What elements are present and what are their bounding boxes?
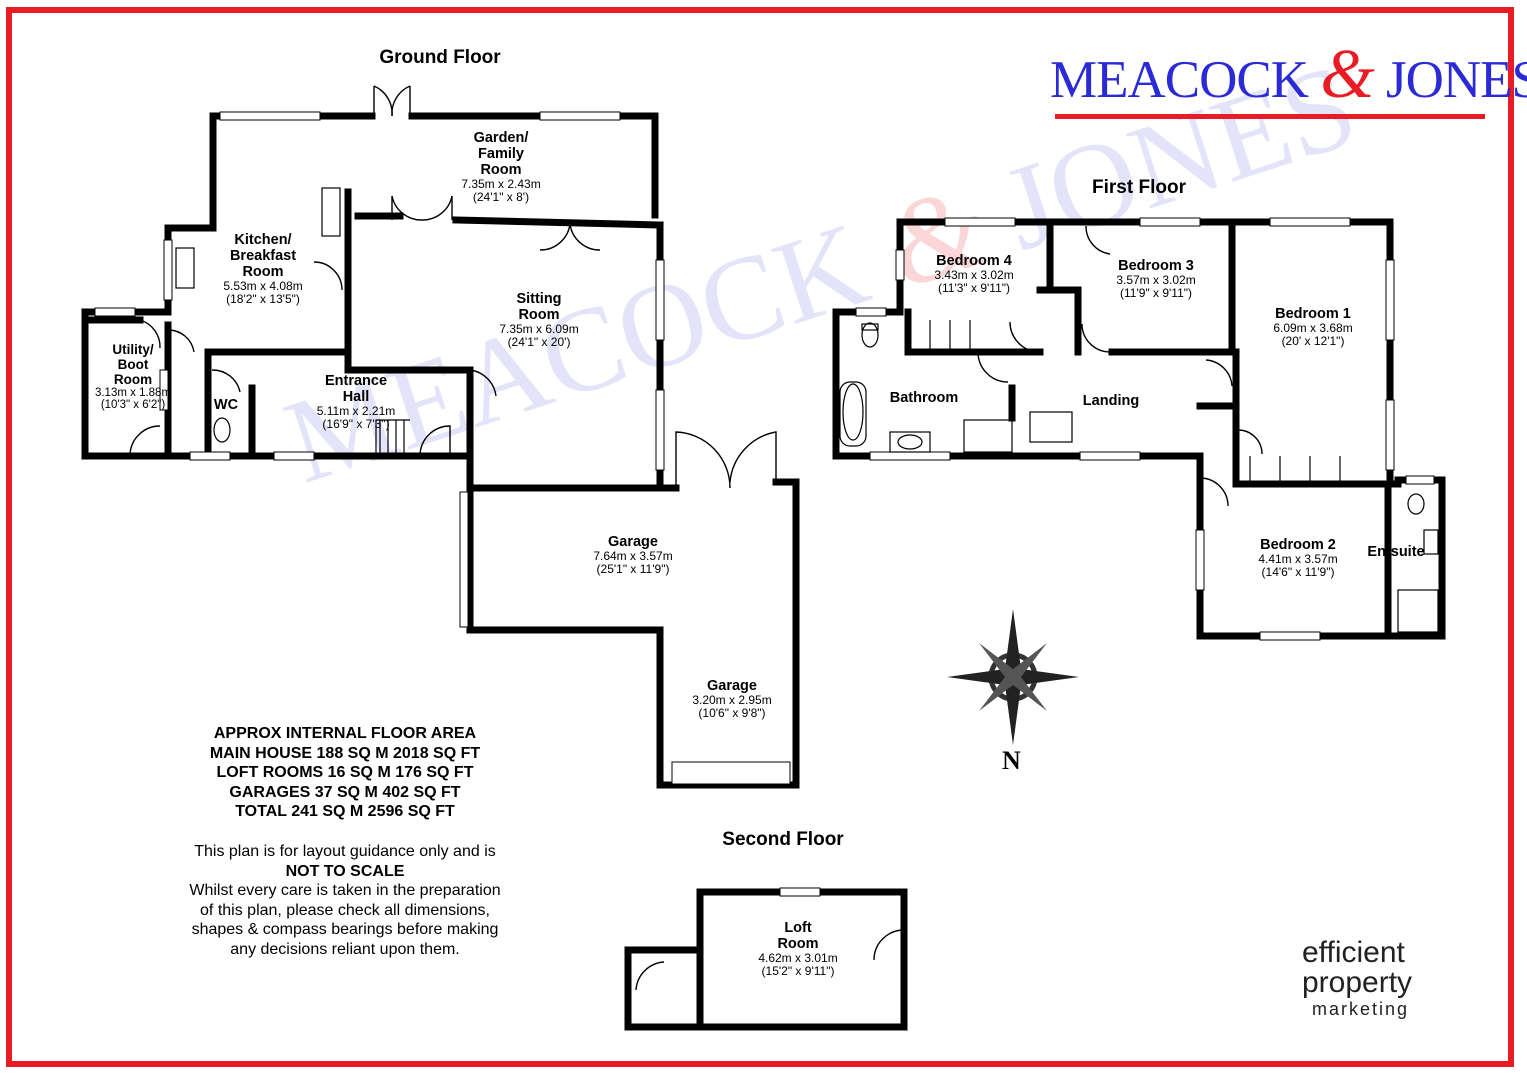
room-garage-rear: Garage 3.20m x 2.95m (10'6" x 9'8") <box>692 678 772 720</box>
room-bedroom-1: Bedroom 1 6.09m x 3.68m (20' x 12'1") <box>1273 306 1353 348</box>
room-bedroom-3: Bedroom 3 3.57m x 3.02m (11'9" x 9'11") <box>1116 258 1196 300</box>
area-loft-rooms: LOFT ROOMS 16 SQ M 176 SQ FT <box>216 764 474 781</box>
area-garages: GARAGES 37 SQ M 402 SQ FT <box>229 783 461 801</box>
room-garden-family: Garden/ Family Room 7.35m x 2.43m (24'1"… <box>461 130 541 204</box>
second-floor-heading: Second Floor <box>722 829 844 850</box>
room-bedroom-4: Bedroom 4 3.43m x 3.02m (11'3" x 9'11") <box>934 253 1014 295</box>
area-total: TOTAL 241 SQ M 2596 SQ FT <box>235 803 455 820</box>
disclaimer: This plan is for layout guidance only an… <box>189 843 501 958</box>
first-floor-heading: First Floor <box>1092 177 1186 198</box>
ground-floor-heading: Ground Floor <box>379 47 501 68</box>
page-border <box>6 7 1514 1067</box>
floor-area-summary: APPROX INTERNAL FLOOR AREA MAIN HOUSE 18… <box>150 724 540 822</box>
room-loft: Loft Room 4.62m x 3.01m (15'2" x 9'11") <box>758 920 838 978</box>
room-landing: Landing <box>1082 393 1140 409</box>
room-sitting: Sitting Room 7.35m x 6.09m (24'1" x 20') <box>499 291 579 349</box>
area-main-house: MAIN HOUSE 188 SQ M 2018 SQ FT <box>209 744 481 762</box>
room-bathroom: Bathroom <box>889 390 959 406</box>
room-entrance-hall: Entrance Hall 5.11m x 2.21m (16'9" x 7'3… <box>316 373 396 431</box>
area-heading: APPROX INTERNAL FLOOR AREA <box>213 725 477 742</box>
efficient-property-marketing-logo[interactable]: efficient property marketing <box>1302 936 1413 1020</box>
room-kitchen: Kitchen/ Breakfast Room 5.53m x 4.08m (1… <box>223 232 303 306</box>
room-utility: Utility/ Boot Room 3.13m x 1.88m (10'3" … <box>94 342 172 412</box>
room-en-suite: En-suite <box>1367 544 1425 560</box>
room-garage-main: Garage 7.64m x 3.57m (25'1" x 11'9") <box>593 534 673 576</box>
room-wc: WC <box>213 397 239 413</box>
room-bedroom-2: Bedroom 2 4.41m x 3.57m (14'6" x 11'9") <box>1258 537 1338 579</box>
north-label: N <box>1002 746 1021 775</box>
compass-rose <box>947 609 1079 745</box>
meacock-jones-logo[interactable]: MEACOCK & JONES <box>1050 40 1527 122</box>
